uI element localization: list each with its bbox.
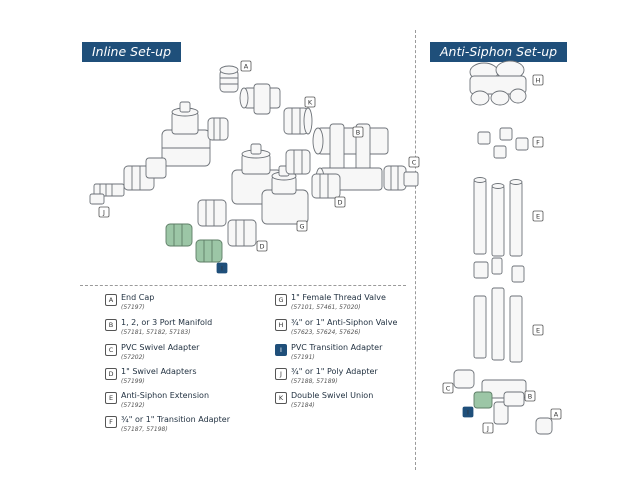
callout-label: A (550, 408, 562, 420)
legend-part-name: Anti-Siphon Extension (121, 391, 210, 400)
legend-part-numbers: (57188, 57189) (291, 378, 338, 385)
inline-fitting-mid-part (197, 199, 227, 227)
callout-letter: A (244, 62, 249, 70)
callout-label: E (532, 210, 544, 222)
callout-label: B (524, 390, 536, 402)
callout-letter: H (536, 76, 541, 84)
callout-label: J (482, 422, 494, 434)
antisiphon-poly-adapter-part (493, 401, 509, 425)
legend-part-name: 1" Swivel Adapters (121, 367, 197, 376)
callout-label: H (532, 74, 544, 86)
callout-label: F (532, 136, 544, 148)
legend-part-name: PVC Transition Adapter (291, 343, 383, 352)
callout-label: I (462, 406, 474, 418)
antisiphon-couplers-part (473, 257, 525, 283)
callout-label: D (256, 240, 268, 252)
callout-letter: B (356, 128, 360, 136)
legend-letter-badge: B (105, 319, 117, 331)
legend-part-name: ¾" or 1" Transition Adapter (121, 415, 230, 424)
callout-letter: C (446, 384, 451, 392)
inline-valve-left-part (161, 101, 211, 167)
callout-letter: K (308, 98, 313, 106)
legend-part-numbers: (57202) (121, 354, 145, 361)
inline-swivel-adapter-bottom-part (227, 219, 257, 247)
callout-letter: B (528, 392, 532, 400)
callout-letter: F (536, 138, 540, 146)
legend-part-numbers: (57199) (121, 378, 145, 385)
legend-part-name: PVC Swivel Adapter (121, 343, 200, 352)
callout-letter: I (221, 264, 223, 272)
callout-letter: G (299, 222, 304, 230)
inline-pvc-swivel-adapter-part (383, 165, 419, 191)
inline-fitting-left-part (123, 157, 167, 191)
legend-part-numbers: (57184) (291, 402, 315, 409)
inline-poly-adapter-part (89, 183, 125, 205)
legend-letter-badge: F (105, 416, 117, 428)
legend-letter-badge: H (275, 319, 287, 331)
legend-part-numbers: (57192) (121, 402, 145, 409)
antisiphon-extension-lower-part (473, 287, 523, 363)
callout-letter: E (536, 212, 540, 220)
inline-end-cap-part (219, 65, 239, 93)
legend-part-numbers: (57181, 57182, 57183) (121, 329, 191, 336)
callout-letter: D (259, 242, 264, 250)
legend-letter-badge: E (105, 392, 117, 404)
inline-transition-adapter-part (165, 223, 223, 263)
antisiphon-transition-adapter-part (477, 127, 529, 159)
antisiphon-end-cap-part (535, 417, 553, 435)
antisiphon-pvc-transition-adapter-part (473, 391, 493, 409)
callout-letter: I (467, 408, 469, 416)
callout-label: J (98, 206, 110, 218)
legend-part-name: ¾" or 1" Poly Adapter (291, 367, 378, 376)
callout-label: I (216, 262, 228, 274)
inline-swivel-adapter-right-part (311, 173, 341, 199)
legend-part-numbers: (57197) (121, 304, 145, 311)
legend-letter-badge: G (275, 294, 287, 306)
callout-label: B (352, 126, 364, 138)
legend-letter-badge: I (275, 344, 287, 356)
callout-letter: D (337, 198, 342, 206)
section-divider-vertical (415, 30, 416, 470)
legend-part-numbers: (57187, 57198) (121, 426, 168, 433)
legend-part-numbers: (57191) (291, 354, 315, 361)
inline-setup-header: Inline Set-up (82, 42, 182, 62)
legend-part-name: Double Swivel Union (291, 391, 374, 400)
legend-letter-badge: C (105, 344, 117, 356)
callout-label: E (532, 324, 544, 336)
legend-part-name: ¾" or 1" Anti-Siphon Valve (291, 318, 398, 327)
section-divider-horizontal (80, 285, 406, 286)
antisiphon-extension-upper-part (473, 177, 523, 257)
inline-tee-fitting-part (239, 83, 281, 115)
inline-union-top-part (207, 117, 229, 141)
callout-label: D (334, 196, 346, 208)
callout-letter: J (486, 424, 489, 432)
inline-union-right-part (285, 149, 311, 175)
antisiphon-valve-part (469, 60, 527, 106)
callout-letter: J (102, 208, 105, 216)
legend-part-name: 1, 2, or 3 Port Manifold (121, 318, 213, 327)
antisiphon-manifold-part (481, 379, 527, 407)
callout-letter: A (554, 410, 559, 418)
callout-letter: C (412, 158, 417, 166)
legend-part-numbers: (57623, 57624, 57626) (291, 329, 361, 336)
legend-letter-badge: D (105, 368, 117, 380)
antisiphon-setup-header: Anti-Siphon Set-up (430, 42, 568, 62)
legend-part-name: End Cap (121, 293, 155, 302)
legend-part-numbers: (57101, 57461, 57020) (291, 304, 361, 311)
callout-label: G (296, 220, 308, 232)
callout-label: A (240, 60, 252, 72)
legend-part-name: 1" Female Thread Valve (291, 293, 386, 302)
antisiphon-pvc-swivel-adapter-part (453, 369, 475, 389)
legend-letter-badge: J (275, 368, 287, 380)
callout-label: C (408, 156, 420, 168)
female-thread-valve-part (261, 165, 309, 225)
callout-letter: E (536, 326, 540, 334)
legend-letter-badge: A (105, 294, 117, 306)
callout-label: K (304, 96, 316, 108)
callout-label: C (442, 382, 454, 394)
double-swivel-union-part (283, 107, 313, 135)
legend-letter-badge: K (275, 392, 287, 404)
